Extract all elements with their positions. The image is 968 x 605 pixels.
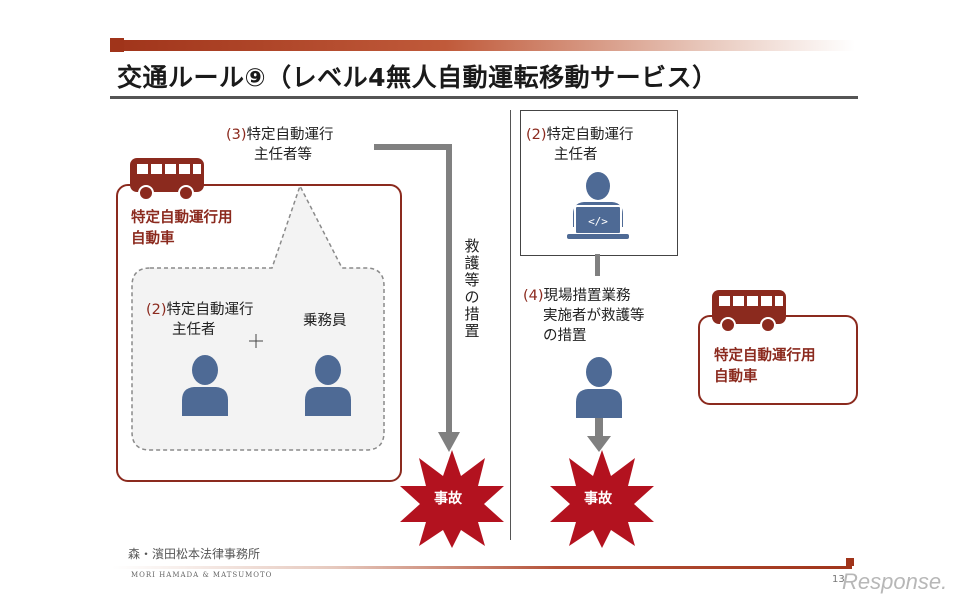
- title-underline: [110, 96, 858, 99]
- rescue-char: 等: [464, 271, 480, 289]
- remote-manager-num: (3): [226, 127, 247, 143]
- remote-manager-line2: 主任者等: [254, 147, 312, 163]
- rescue-char: 護: [464, 254, 480, 272]
- firm-name-jp: 森・濱田松本法律事務所: [128, 547, 261, 561]
- accident-star-right: [550, 450, 654, 548]
- vehicle-label-right: 特定自動運行用 自動車: [714, 346, 816, 388]
- bus-icon: [130, 158, 204, 201]
- right-manager-line1: 特定自動運行: [546, 127, 634, 143]
- field-arrow: [587, 418, 611, 452]
- firm-name-en: MORI HAMADA & MATSUMOTO: [131, 571, 273, 579]
- onboard-manager-label: (2)特定自動運行 主任者: [146, 300, 254, 340]
- field-measures-label: (4)現場措置業務 実施者が救護等 の措置: [523, 286, 645, 346]
- rescue-char: 救: [464, 237, 480, 255]
- connector-line: [595, 254, 600, 276]
- rescue-measures-vertical-text: 救 護 等 の 措 置: [462, 238, 482, 340]
- rescue-char: の: [464, 288, 480, 306]
- field-measures-line2: 実施者が救護等: [543, 308, 645, 324]
- onboard-manager-line2: 主任者: [172, 322, 216, 338]
- right-manager-label: (2)特定自動運行 主任者: [526, 125, 634, 165]
- remote-manager-line1: 特定自動運行: [246, 127, 334, 143]
- person-at-laptop-icon: </>: [567, 172, 629, 239]
- page-number: 13: [832, 574, 845, 585]
- rescue-char: 措: [464, 305, 480, 323]
- accident-label-right: 事故: [584, 491, 612, 507]
- vehicle-label-line2: 自動車: [131, 231, 175, 247]
- remote-manager-label: (3)特定自動運行 主任者等: [226, 125, 334, 165]
- rescue-char: 置: [464, 322, 480, 340]
- crosshair-cursor-icon: [249, 334, 263, 348]
- response-watermark: Response.: [842, 569, 948, 594]
- vehicle-label-left: 特定自動運行用 自動車: [131, 208, 233, 250]
- vehicle-label-line2: 自動車: [714, 369, 758, 385]
- onboard-manager-line1: 特定自動運行: [166, 302, 254, 318]
- person-icon-crew: [305, 355, 351, 416]
- right-manager-num: (2): [526, 127, 547, 143]
- slide-title: 交通ルール⑨（レベル4無人自動運転移動サービス）: [117, 63, 718, 92]
- person-icon-field-worker: [576, 357, 622, 418]
- bus-icon: [712, 290, 786, 333]
- onboard-manager-num: (2): [146, 302, 167, 318]
- svg-text:</>: </>: [588, 215, 608, 228]
- header-accent-bar: [110, 40, 855, 51]
- footer-accent-square: [846, 558, 854, 566]
- field-measures-line3: の措置: [543, 328, 587, 344]
- header-accent-square: [110, 38, 124, 52]
- right-manager-line2: 主任者: [554, 147, 598, 163]
- field-measures-line1: 現場措置業務: [543, 288, 631, 304]
- crew-label: 乗務員: [303, 313, 347, 329]
- person-icon-manager: [182, 355, 228, 416]
- accident-star-left: [400, 450, 504, 548]
- field-measures-num: (4): [523, 288, 544, 304]
- center-divider: [510, 110, 511, 540]
- footer-accent-line: [112, 566, 852, 569]
- accident-label-left: 事故: [434, 491, 462, 507]
- vehicle-label-line1: 特定自動運行用: [131, 210, 233, 226]
- vehicle-label-line1: 特定自動運行用: [714, 348, 816, 364]
